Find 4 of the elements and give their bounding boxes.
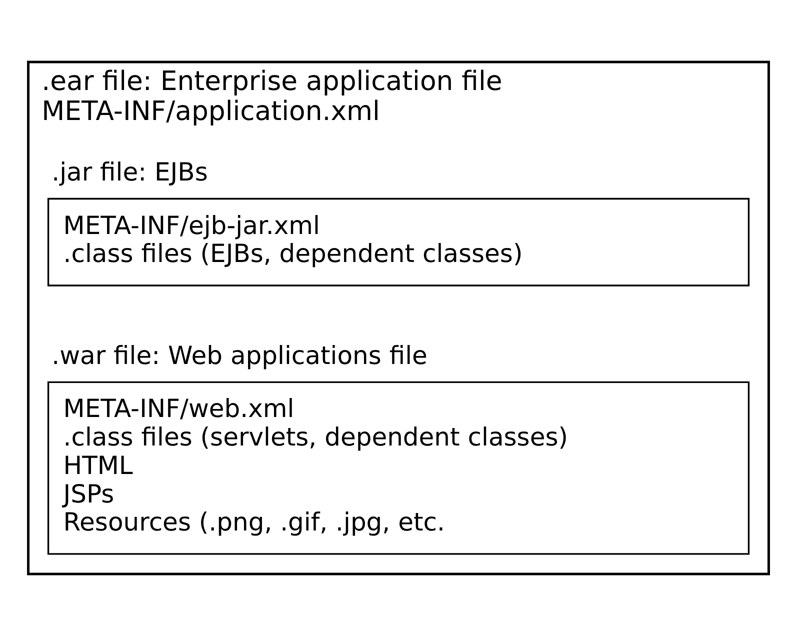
node-box: META-INF/web.xml .class files (servlets, dependent classes) HTML JSPs Resources (.png, .gif, .jpg, etc. <box>47 381 750 555</box>
node-label: .jar file: EJBs <box>52 157 208 186</box>
node-label: .war file: Web applications file <box>52 340 428 370</box>
node-box: META-INF/ejb-jar.xml .class files (EJBs, dependent classes) <box>47 198 750 286</box>
